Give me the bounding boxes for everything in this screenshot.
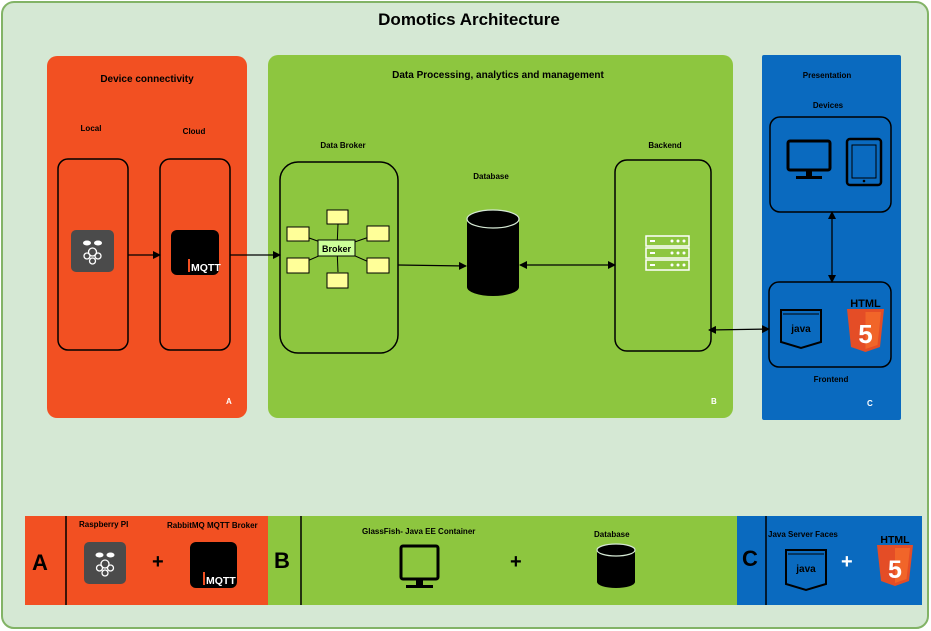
html5-icon <box>847 309 884 352</box>
legend-a-letter: A <box>32 550 48 575</box>
backend-frontend-arrow <box>708 325 770 334</box>
database-icon <box>466 209 520 296</box>
backend-box <box>614 159 712 352</box>
panel-b-letter: B <box>711 397 717 406</box>
legend-java-icon-text: java <box>795 564 816 575</box>
legend-mqtt-icon-text: MQTT <box>206 575 236 587</box>
data-processing-title: Data Processing, analytics and managemen… <box>392 70 604 81</box>
broker-node-top <box>326 209 349 225</box>
legend-b-section <box>268 516 737 605</box>
cloud-label: Cloud <box>182 127 206 136</box>
broker-node-bottom <box>326 272 349 289</box>
legend-raspberry-pi-icon <box>84 542 126 584</box>
local-label: Local <box>80 124 102 133</box>
legend-html5-icon-digit: 5 <box>888 556 902 584</box>
java-icon-text: java <box>790 324 811 335</box>
legend-database-icon <box>596 543 636 588</box>
broker-to-database-arrow <box>397 261 467 270</box>
broker-hub-diagram <box>286 209 390 289</box>
html5-icon-digit: 5 <box>858 319 872 349</box>
presentation-title: Presentation <box>802 71 852 80</box>
legend-b-letter: B <box>274 548 290 573</box>
backend-label: Backend <box>648 141 682 150</box>
broker-node-label: Broker <box>322 244 352 254</box>
frontend-label: Frontend <box>813 375 849 384</box>
data-broker-label: Data Broker <box>320 141 366 150</box>
diagram-title: Domotics Architecture <box>378 10 560 29</box>
mqtt-icon-text: MQTT <box>191 262 221 274</box>
mqtt-icon: MQTT <box>171 230 221 275</box>
broker-node-right-bottom <box>366 257 390 274</box>
broker-center-node <box>317 239 356 257</box>
legend-java-icon <box>785 549 827 592</box>
legend-html5-icon-label: HTML <box>880 534 910 546</box>
legend-b-left-label: GlassFish- Java EE Container <box>362 527 476 536</box>
legend-a-right-label: RabbitMQ MQTT Broker <box>167 521 258 530</box>
raspberry-pi-icon <box>71 230 114 272</box>
server-rack-icon <box>645 235 690 271</box>
legend-b-right-label: Database <box>594 530 630 539</box>
legend-a-left-label: Raspberry PI <box>79 520 129 529</box>
legend-b-plus: + <box>510 551 522 573</box>
legend-c-letter: C <box>742 546 758 571</box>
legend-c-plus: + <box>841 551 853 573</box>
broker-node-left-bottom <box>286 257 310 274</box>
broker-node-right-top <box>366 225 390 242</box>
device-connectivity-title: Device connectivity <box>100 74 194 85</box>
html5-icon-label: HTML <box>850 298 881 310</box>
legend-c-left-label: Java Server Faces <box>768 530 838 539</box>
legend-glassfish-monitor-icon <box>399 544 440 588</box>
legend-mqtt-icon <box>190 542 237 588</box>
legend-a-plus: + <box>152 551 164 573</box>
device-connectivity-panel <box>47 56 247 418</box>
monitor-icon <box>786 139 832 179</box>
broker-node-left-top <box>286 226 310 242</box>
panel-c-letter: C <box>867 399 873 408</box>
legend-html5-icon <box>877 545 913 586</box>
tablet-icon <box>845 137 883 187</box>
database-label: Database <box>473 172 509 181</box>
devices-label: Devices <box>812 101 844 110</box>
panel-a-letter: A <box>226 397 232 406</box>
java-icon <box>780 309 822 350</box>
